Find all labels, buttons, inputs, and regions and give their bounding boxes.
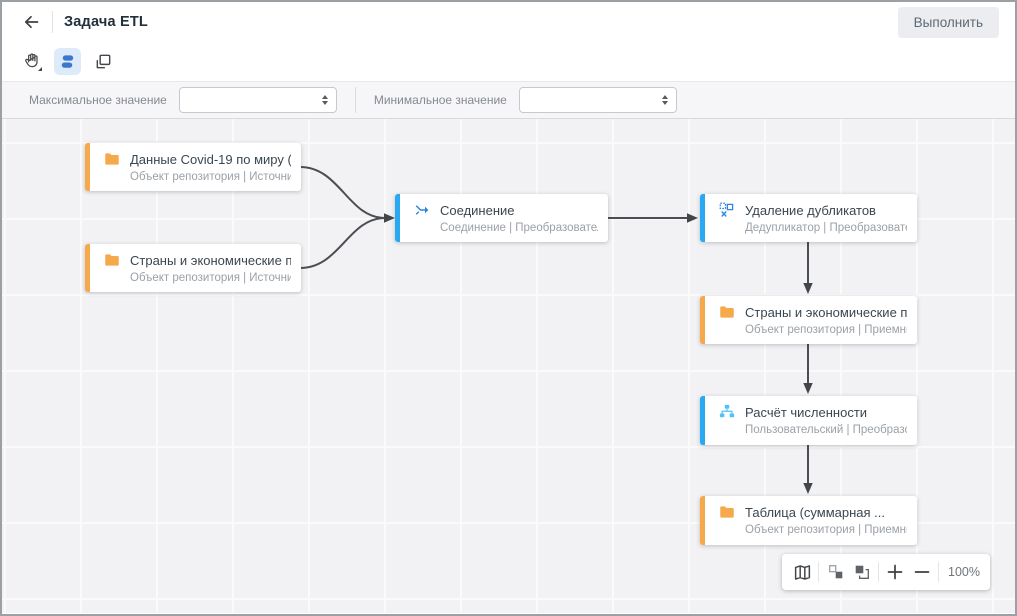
node-countries-source[interactable]: Страны и экономические пок... Объект реп… [85, 244, 301, 292]
spinner-icon[interactable] [661, 95, 668, 105]
node-title: Соединение [440, 202, 515, 218]
node-title: Данные Covid-19 по миру (Yan... [130, 151, 291, 167]
node-title: Удаление дубликатов [745, 202, 876, 218]
send-backward-button[interactable] [825, 561, 845, 583]
dropdown-corner-icon [38, 67, 42, 71]
fit-screen-icon [94, 52, 113, 71]
node-subtitle: Объект репозитория | Приемник [745, 324, 907, 336]
min-value-label: Минимальное значение [373, 93, 507, 107]
node-title: Страны и экономические пок... [745, 304, 907, 320]
map-icon [793, 563, 812, 582]
folder-icon [103, 251, 121, 269]
zoom-level: 100% [948, 565, 981, 579]
hierarchy-icon [718, 403, 736, 421]
node-subtitle: Соединение | Преобразователь [440, 222, 598, 234]
folder-icon [718, 503, 736, 521]
folder-icon [718, 303, 736, 321]
zoom-in-button[interactable] [885, 561, 905, 583]
node-table-sink[interactable]: Таблица (суммарная ... Объект репозитори… [700, 496, 917, 545]
zoom-in-icon [886, 563, 904, 581]
zoombar-divider [878, 562, 880, 582]
spin-down-icon[interactable] [321, 101, 328, 105]
filter-divider [354, 87, 356, 113]
pan-tool-button[interactable] [18, 48, 45, 75]
dedupe-icon [718, 201, 736, 219]
spin-up-icon[interactable] [321, 95, 328, 99]
hand-icon [22, 52, 41, 71]
zoom-out-icon [913, 563, 931, 581]
back-button[interactable] [16, 7, 46, 37]
edge-countries-to-join [299, 217, 386, 269]
min-value-input[interactable] [518, 87, 677, 113]
header-divider [52, 11, 53, 33]
node-title: Таблица (суммарная ... [745, 504, 885, 520]
merge-icon [413, 201, 431, 219]
node-title: Страны и экономические пок... [130, 252, 291, 268]
bring-forward-button[interactable] [852, 561, 872, 583]
node-calc[interactable]: Расчёт численности Пользовательский | Пр… [700, 396, 917, 445]
node-subtitle: Пользовательский | Преобразова... [745, 424, 907, 436]
select-nodes-tool-button[interactable] [54, 48, 81, 75]
node-join[interactable]: Соединение Соединение | Преобразователь [395, 194, 608, 242]
node-subtitle: Дедупликатор | Преобразователь [745, 222, 907, 234]
send-backward-icon [827, 563, 845, 581]
zoombar-divider [938, 562, 940, 582]
minimap-button[interactable] [792, 561, 812, 583]
run-button[interactable]: Выполнить [897, 6, 999, 38]
zoombar-divider [818, 562, 820, 582]
canvas-toolbar [2, 42, 1015, 82]
fit-screen-tool-button[interactable] [90, 48, 117, 75]
min-value-field [518, 87, 677, 113]
node-subtitle: Объект репозитория | Источник [130, 272, 291, 284]
header: Задача ETL Выполнить [2, 2, 1015, 42]
nodes-icon [58, 52, 77, 71]
edges-layer [299, 166, 813, 494]
node-dedupe[interactable]: Удаление дубликатов Дедупликатор | Преоб… [700, 194, 917, 242]
page-title: Задача ETL [64, 14, 148, 30]
max-value-label: Максимальное значение [29, 93, 167, 107]
zoom-control-bar: 100% [782, 554, 990, 590]
bring-forward-icon [853, 563, 871, 581]
node-covid-source[interactable]: Данные Covid-19 по миру (Yan... Объект р… [85, 143, 301, 191]
spin-down-icon[interactable] [661, 101, 668, 105]
spinner-icon[interactable] [321, 95, 328, 105]
max-value-input[interactable] [178, 87, 337, 113]
folder-icon [103, 150, 121, 168]
flow-canvas[interactable]: Данные Covid-19 по миру (Yan... Объект р… [2, 119, 1015, 613]
filter-bar: Максимальное значение Минимальное значен… [2, 82, 1015, 119]
node-subtitle: Объект репозитория | Источник [130, 171, 291, 183]
edge-covid-to-join [299, 166, 386, 219]
node-subtitle: Объект репозитория | Приемник [745, 524, 907, 536]
zoom-out-button[interactable] [912, 561, 932, 583]
node-title: Расчёт численности [745, 404, 868, 420]
spin-up-icon[interactable] [661, 95, 668, 99]
node-countries-sink[interactable]: Страны и экономические пок... Объект реп… [700, 296, 917, 344]
back-arrow-icon [22, 13, 40, 31]
max-value-field [178, 87, 337, 113]
